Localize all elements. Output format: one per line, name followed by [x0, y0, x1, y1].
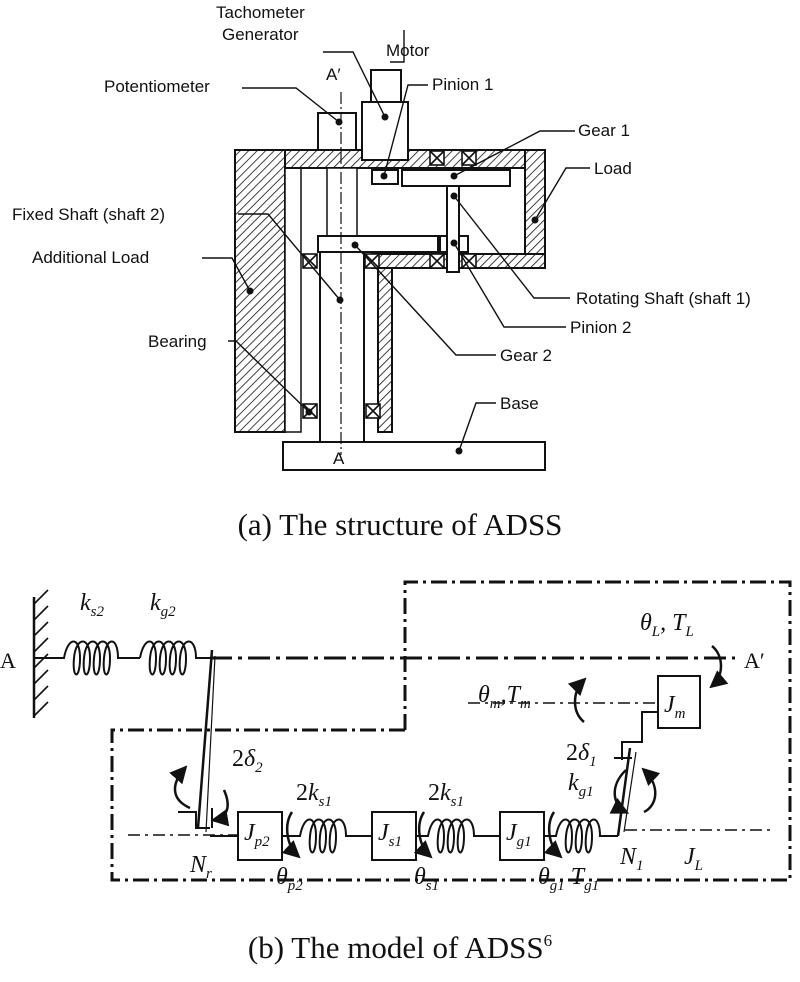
symbol-jl: JL	[684, 844, 703, 874]
label-gear2: Gear 2	[500, 346, 552, 365]
arc-theta-p2	[281, 811, 301, 859]
label-tachometer: Tachometer	[216, 3, 305, 22]
symbol-theta-p2: θp2	[276, 864, 303, 894]
backlash-nr	[178, 811, 210, 829]
symbol-theta-g1-t-g1: θg1 Tg1	[538, 864, 599, 894]
inertia-js1	[371, 811, 417, 861]
backlash-n1	[621, 726, 643, 760]
label-generator: Generator	[222, 25, 299, 44]
load-boundary-lower	[110, 728, 792, 882]
spring-ks2	[34, 640, 140, 676]
caption-a: (a) The structure of ADSS	[238, 507, 563, 542]
load-boundary-upper	[403, 580, 792, 730]
symbol-jg1: Jg1	[506, 820, 532, 850]
spring-2ks1-b	[416, 818, 500, 854]
label-rotating-shaft: Rotating Shaft (shaft 1)	[576, 289, 751, 308]
symbol-jp2: Jp2	[244, 820, 270, 850]
gear-mesh-nr	[196, 649, 214, 829]
caption-b: (b) The model of ADSS6	[248, 930, 552, 965]
label-load: Load	[594, 159, 632, 178]
symbol-2ks1-b: 2ks1	[428, 780, 464, 810]
arc-theta-m	[567, 677, 587, 723]
arc-theta-l	[709, 645, 729, 689]
inertia-jm	[657, 675, 701, 729]
symbol-2ks1-a: 2ks1	[296, 780, 332, 810]
symbol-kg1: kg1	[568, 770, 594, 800]
additional-load-block	[234, 149, 286, 433]
label-base: Base	[500, 394, 539, 413]
top-plate	[284, 149, 546, 169]
arc-delta2-left	[169, 765, 191, 810]
spring-kg2	[139, 640, 210, 676]
gear2-sleeve	[377, 267, 393, 433]
tachometer-box	[370, 69, 402, 103]
label-additional-load: Additional Load	[32, 248, 149, 267]
label-motor: Motor	[386, 41, 430, 60]
label-pinion1: Pinion 1	[432, 75, 493, 94]
label-pinion2: Pinion 2	[570, 318, 631, 337]
potentiometer-box	[317, 112, 357, 151]
symbol-js1: Js1	[378, 820, 402, 850]
label-fixed-shaft: Fixed Shaft (shaft 2)	[12, 205, 165, 224]
symbol-ks2: ks2	[80, 590, 104, 620]
gear-mesh-nr-thin	[205, 655, 216, 833]
symbol-2delta1: 2δ1	[566, 740, 597, 770]
support-column	[284, 167, 302, 433]
leaders	[202, 30, 590, 452]
symbol-theta-m-t-m: θm,Tm	[478, 682, 531, 712]
model-diagram: A A′ ks2 kg2 θL, TL θm,Tm Jm 2δ2 2δ1 2ks…	[0, 580, 792, 965]
gear-mesh-n1-thin	[623, 751, 637, 833]
symbol-jm: Jm	[664, 692, 686, 722]
motor-box	[361, 101, 409, 161]
label-a-prime: A′	[326, 65, 341, 84]
symbol-theta-l-t-l: θL, TL	[640, 610, 694, 640]
arc-theta-g1	[543, 811, 563, 859]
wall-hatch	[33, 589, 49, 717]
gear-mesh-n1	[616, 747, 632, 837]
label-end-a-prime: A′	[744, 648, 765, 673]
bearings	[302, 150, 477, 419]
label-end-a: A	[0, 648, 16, 673]
spring-2ks1-a	[282, 818, 372, 854]
fixed-shaft	[319, 251, 365, 443]
arc-delta2-right	[210, 789, 230, 827]
label-a: A	[333, 449, 345, 468]
base-block	[282, 441, 546, 471]
spring-kg1	[544, 818, 618, 854]
label-gear1: Gear 1	[578, 121, 630, 140]
symbol-n1: N1	[619, 844, 644, 874]
symbol-2delta2: 2δ2	[232, 746, 263, 776]
arc-delta1-left	[609, 769, 630, 814]
symbol-kg2: kg2	[150, 590, 176, 620]
arc-theta-s1	[413, 811, 433, 859]
symbol-theta-s1: θs1	[414, 864, 439, 894]
symbol-nr: Nr	[189, 852, 212, 882]
structure-diagram: Tachometer Generator Motor A′ Potentiome…	[12, 3, 751, 542]
inertia-jp2	[237, 811, 283, 861]
label-bearing: Bearing	[148, 332, 207, 351]
jm-link	[641, 711, 658, 726]
leader-dots	[246, 113, 539, 455]
label-potentiometer: Potentiometer	[104, 77, 210, 96]
arc-delta1-right	[641, 767, 661, 814]
gear2-plate	[317, 235, 439, 253]
